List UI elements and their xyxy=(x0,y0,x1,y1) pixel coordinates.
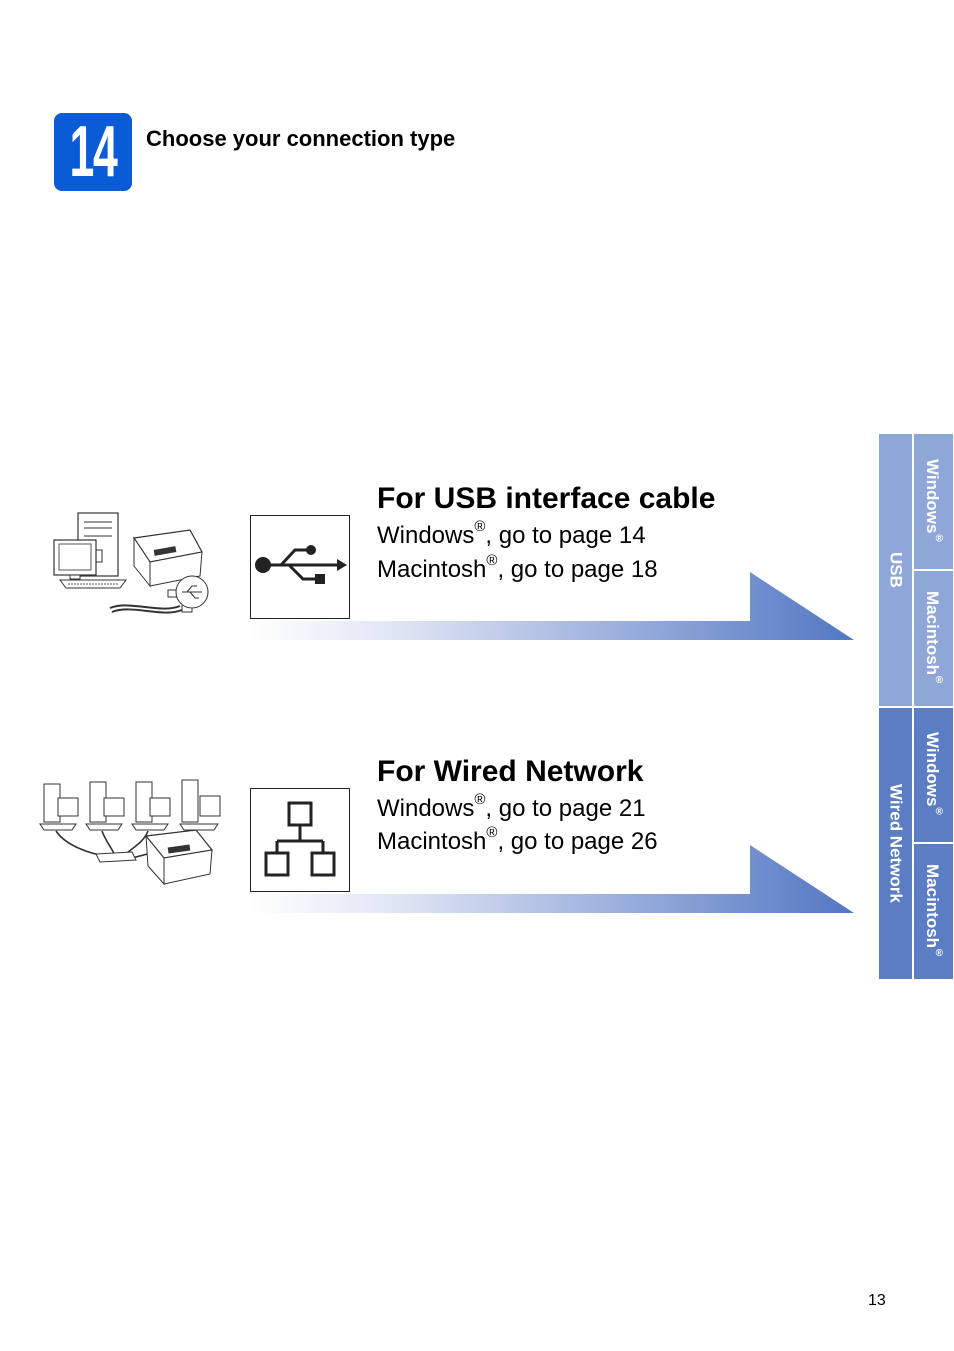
registered-mark: ® xyxy=(486,824,498,841)
side-tab-usb-macintosh[interactable]: Macintosh® xyxy=(913,570,954,707)
side-tab-wired-network-label: Wired Network xyxy=(886,784,906,903)
network-windows-link[interactable]: Windows®, go to page 21 xyxy=(377,791,646,823)
side-tab-wired-macintosh[interactable]: Macintosh® xyxy=(913,843,954,980)
registered-mark: ® xyxy=(474,791,486,808)
usb-computer-printer-illustration xyxy=(53,512,209,614)
side-tab-usb-windows[interactable]: Windows® xyxy=(913,433,954,570)
side-tab-windows-label: Windows® xyxy=(923,458,945,545)
macintosh-label: Macintosh xyxy=(377,556,487,583)
registered-mark: ® xyxy=(486,552,498,569)
registered-mark: ® xyxy=(474,518,486,535)
side-tab-macintosh-label: Macintosh® xyxy=(923,863,945,960)
usb-macintosh-link[interactable]: Macintosh®, go to page 18 xyxy=(377,552,658,584)
network-computers-printer-illustration xyxy=(39,779,221,886)
page-reference: , go to page 14 xyxy=(485,522,646,549)
page-number: 13 xyxy=(868,1292,886,1309)
usb-arrow-band xyxy=(250,572,854,640)
side-tab-wired-windows[interactable]: Windows® xyxy=(913,707,954,843)
network-arrow-band xyxy=(250,845,854,913)
network-icon xyxy=(264,801,336,877)
page-reference: , go to page 26 xyxy=(497,828,658,855)
side-tab-windows-label: Windows® xyxy=(923,732,945,818)
side-navigation-tabs: USB Windows® Macintosh® Wired Network Wi… xyxy=(878,433,954,980)
side-tab-wired-network[interactable]: Wired Network xyxy=(878,707,913,980)
windows-label: Windows xyxy=(377,522,475,549)
usb-windows-link[interactable]: Windows®, go to page 14 xyxy=(377,518,646,550)
network-macintosh-link[interactable]: Macintosh®, go to page 26 xyxy=(377,824,658,856)
usb-icon xyxy=(255,545,347,584)
network-icon-box xyxy=(250,788,350,892)
network-option-title: For Wired Network xyxy=(377,755,644,788)
macintosh-label: Macintosh xyxy=(377,828,487,855)
side-tab-usb[interactable]: USB xyxy=(878,433,913,707)
step-title: Choose your connection type xyxy=(146,126,456,151)
windows-label: Windows xyxy=(377,795,475,822)
side-tab-usb-label: USB xyxy=(886,552,906,588)
side-tab-macintosh-label: Macintosh® xyxy=(923,590,945,687)
page-reference: , go to page 21 xyxy=(485,795,646,822)
step-number: 14 xyxy=(69,112,117,192)
page-reference: , go to page 18 xyxy=(497,556,658,583)
usb-option-title: For USB interface cable xyxy=(377,482,716,515)
usb-icon-box xyxy=(250,515,350,619)
step-number-badge: 14 xyxy=(54,113,132,191)
